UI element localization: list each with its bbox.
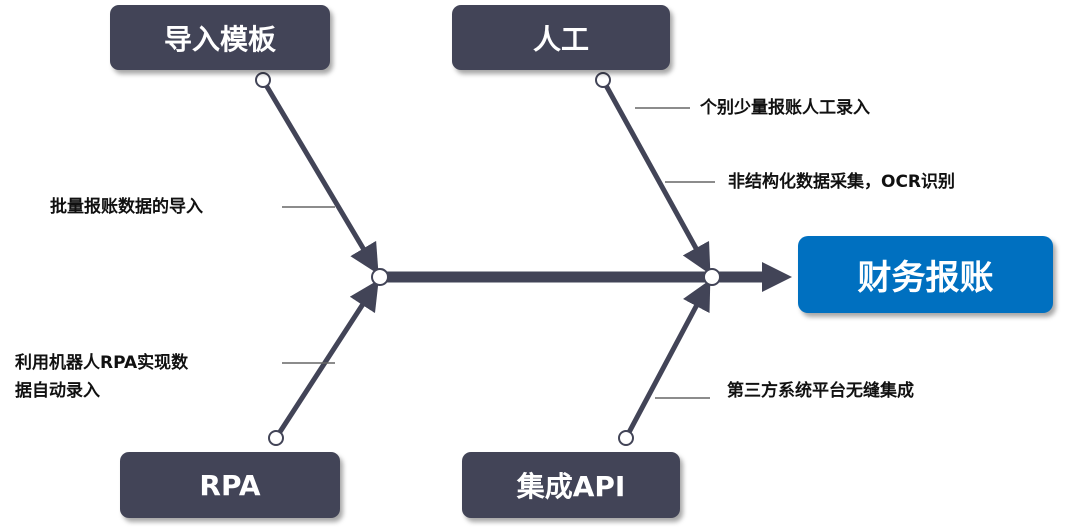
branch-manual — [600, 78, 711, 275]
cause-label-line: 据自动录入 — [15, 381, 100, 401]
branch-end-node — [595, 72, 611, 88]
branch-rpa — [273, 279, 379, 440]
joint-node — [371, 268, 389, 286]
joint-node — [703, 268, 721, 286]
cause-label: 个别少量报账人工录入 — [700, 98, 870, 118]
target-box-financial-reimbursement: 财务报账 — [798, 236, 1053, 313]
category-box-rpa: RPA — [120, 452, 340, 518]
cause-label: 批量报账数据的导入 — [50, 197, 203, 217]
category-box-manual: 人工 — [452, 5, 670, 70]
cause-label: 利用机器人RPA实现数 据自动录入 — [15, 349, 188, 405]
branch-template — [260, 78, 379, 275]
cause-label-line: 利用机器人RPA实现数 — [15, 353, 189, 373]
category-box-template: 导入模板 — [110, 5, 330, 70]
branch-end-node — [268, 430, 284, 446]
cause-label: 第三方系统平台无缝集成 — [727, 381, 914, 401]
spine-arrowhead — [762, 262, 792, 292]
branch-end-node — [618, 430, 634, 446]
cause-label: 非结构化数据采集，OCR识别 — [728, 172, 956, 192]
category-box-api: 集成API — [462, 452, 680, 518]
branch-api — [623, 279, 711, 440]
branch-end-node — [255, 72, 271, 88]
